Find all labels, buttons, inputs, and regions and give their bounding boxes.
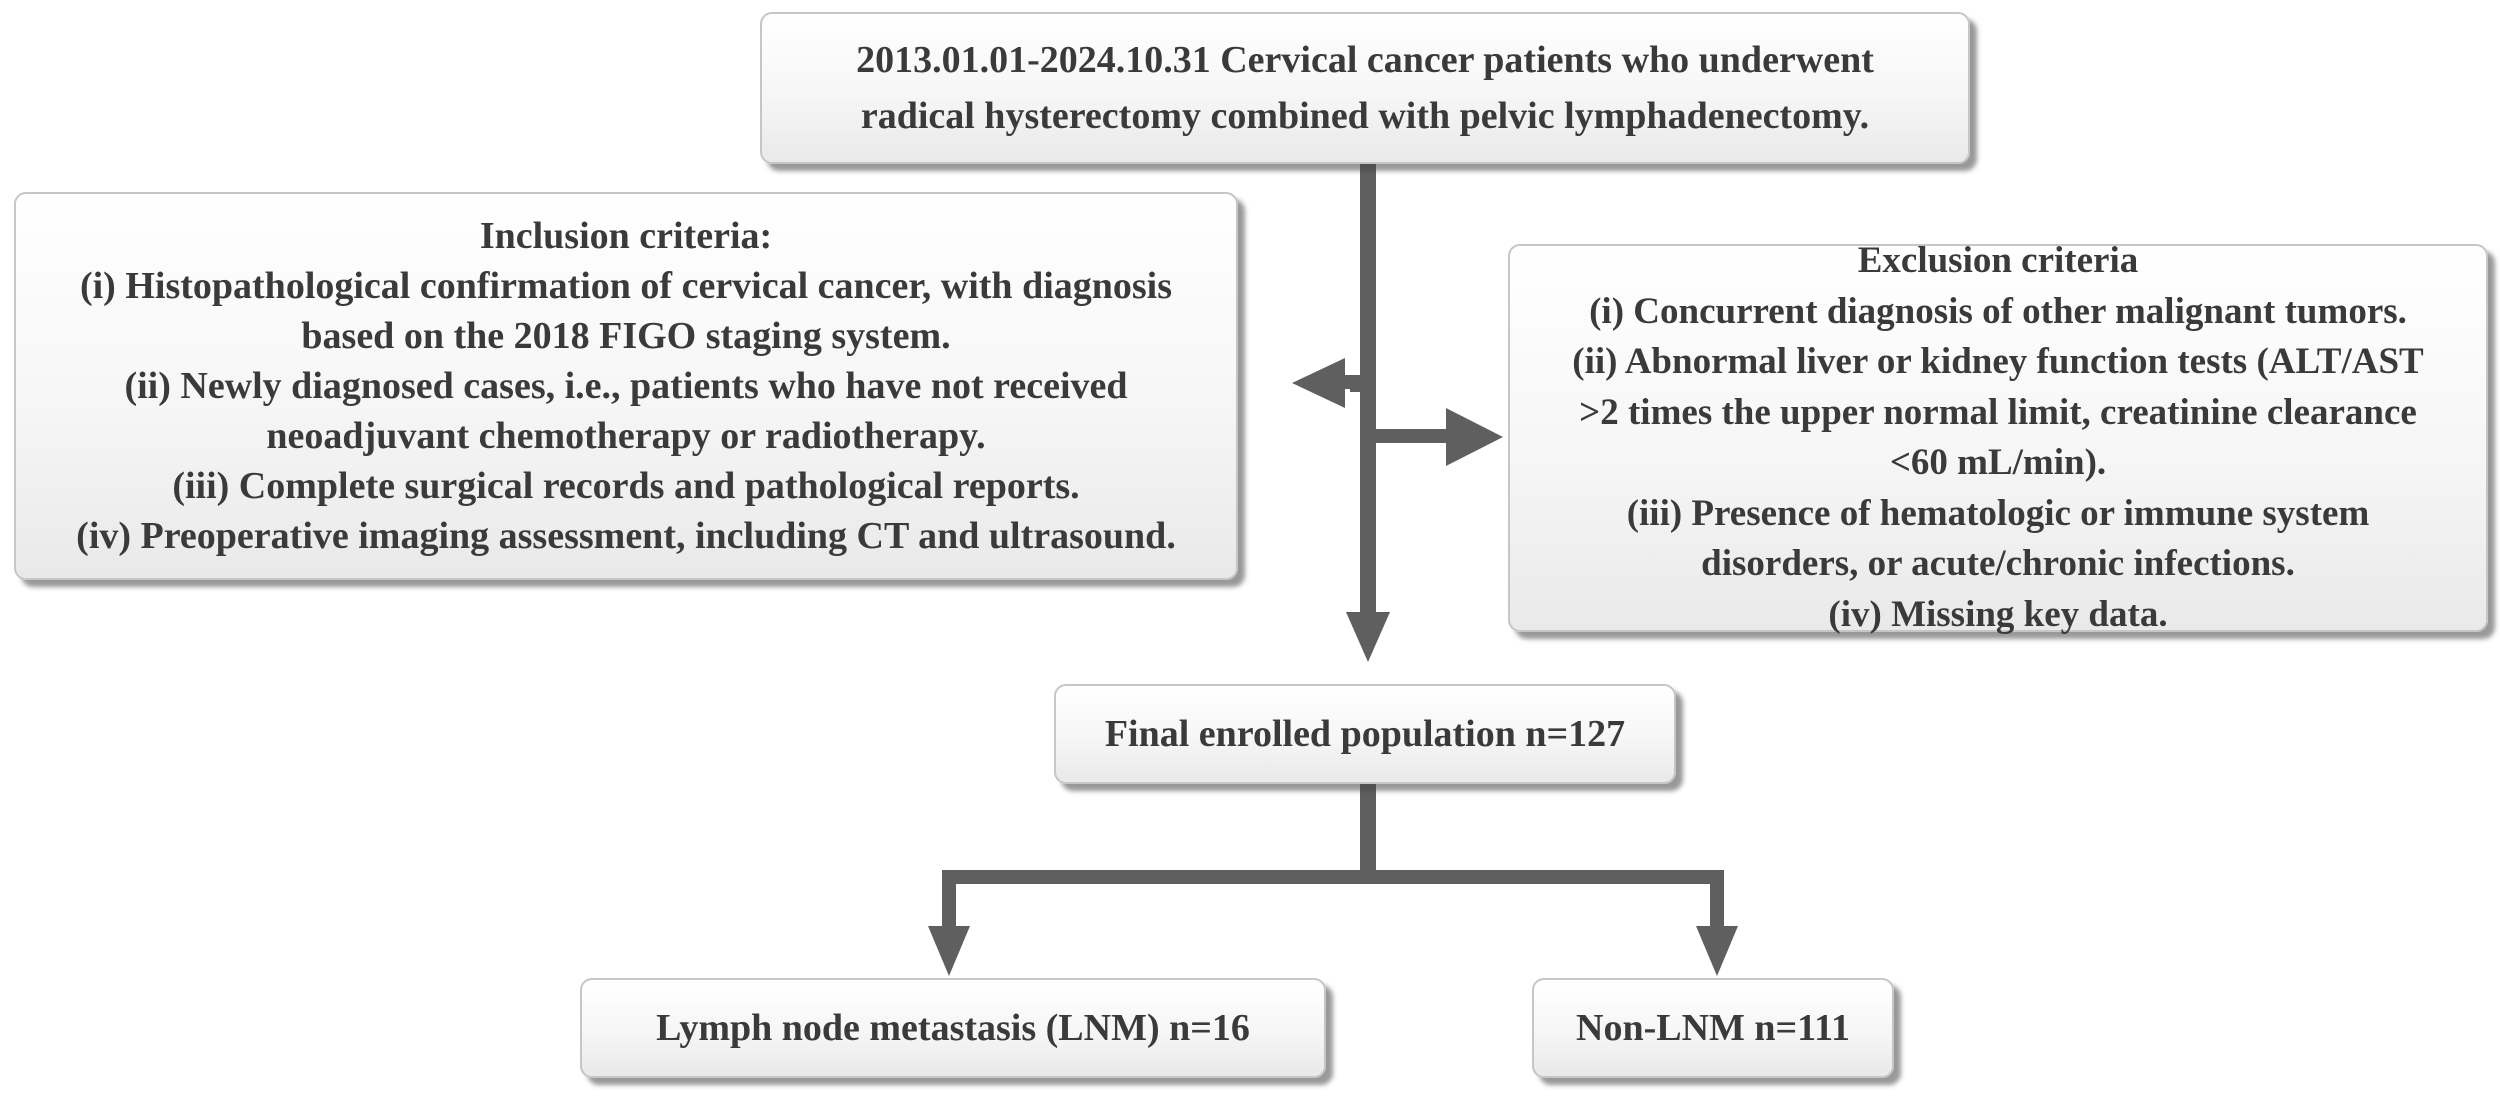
exclusion-line: (iii) Presence of hematologic or immune … [1626, 492, 2370, 534]
non-lnm-group-box: Non-LNM n=111 [1532, 978, 1894, 1078]
inclusion-title: Inclusion criteria: [479, 215, 773, 257]
exclusion-title: Exclusion criteria [1857, 240, 2139, 281]
exclusion-line: (ii) Abnormal liver or kidney function t… [1572, 341, 2424, 382]
non-lnm-group-label: Non-LNM n=111 [1576, 1007, 1850, 1049]
inclusion-line: (iv) Preoperative imaging assessment, in… [76, 515, 1176, 557]
arrow-to-non-lnm [1696, 926, 1738, 976]
exclusion-line: disorders, or acute/chronic infections. [1701, 543, 2295, 584]
lnm-group-box: Lymph node metastasis (LNM) n=16 [580, 978, 1326, 1078]
inclusion-criteria-box: Inclusion criteria: (i) Histopathologica… [14, 192, 1238, 580]
arrow-to-lnm [928, 926, 970, 976]
final-population-box: Final enrolled population n=127 [1054, 684, 1676, 784]
exclusion-line: (iv) Missing key data. [1828, 593, 2168, 635]
arrow-to-inclusion [1292, 358, 1345, 408]
cohort-source-line-1: 2013.01.01-2024.10.31 Cervical cancer pa… [856, 39, 1874, 81]
final-population-label: Final enrolled population n=127 [1104, 713, 1626, 755]
arrow-to-exclusion [1446, 408, 1503, 466]
arrow-to-final [1346, 612, 1390, 662]
lnm-group-label: Lymph node metastasis (LNM) n=16 [656, 1007, 1250, 1049]
exclusion-criteria-box: Exclusion criteria (i) Concurrent diagno… [1508, 240, 2488, 635]
split-horizontal [942, 870, 1724, 884]
cohort-source-box: 2013.01.01-2024.10.31 Cervical cancer pa… [760, 12, 1970, 164]
right-arrow-shaft [1370, 429, 1450, 443]
exclusion-line: >2 times the upper normal limit, creatin… [1579, 391, 2417, 433]
cohort-source-line-2: radical hysterectomy combined with pelvi… [860, 95, 1870, 137]
inclusion-line: based on the 2018 FIGO staging system. [301, 315, 951, 357]
inclusion-line: (ii) Newly diagnosed cases, i.e., patien… [124, 365, 1128, 407]
split-stem [1360, 784, 1376, 878]
inclusion-line: (iii) Complete surgical records and path… [172, 465, 1080, 507]
exclusion-line: <60 mL/min). [1889, 442, 2107, 483]
left-split-drop [942, 870, 956, 932]
inclusion-line: (i) Histopathological confirmation of ce… [79, 265, 1173, 307]
right-split-drop [1710, 870, 1724, 932]
inclusion-line: neoadjuvant chemotherapy or radiotherapy… [266, 415, 986, 457]
exclusion-line: (i) Concurrent diagnosis of other malign… [1589, 290, 2407, 332]
